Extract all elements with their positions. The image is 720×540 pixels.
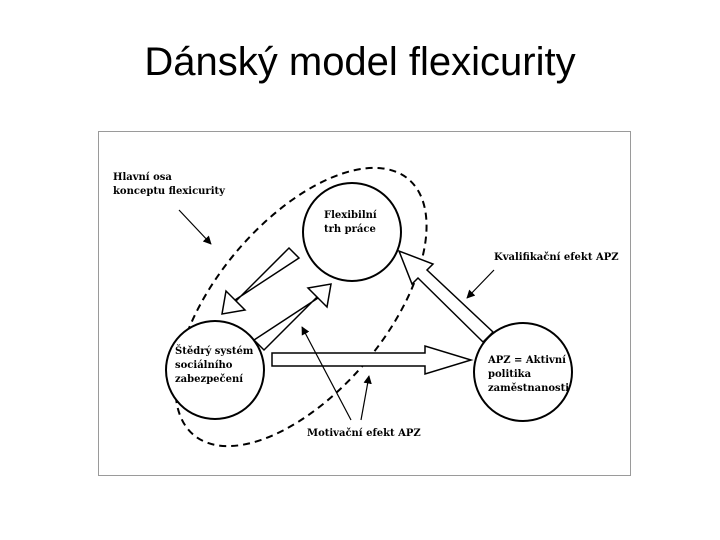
node-labour-market <box>302 182 402 282</box>
pointer-main-axis <box>178 209 212 245</box>
main-axis-label-2: konceptu flexicurity <box>113 186 226 197</box>
main-axis-label-1: Hlavní osa <box>113 172 172 183</box>
apz-label-1: APZ = Aktivní <box>487 355 566 366</box>
pointer-motivation-2 <box>360 375 372 421</box>
arrow-social-to-market <box>252 283 332 352</box>
apz-label-2: politika <box>488 369 532 380</box>
qualification-effect-label: Kvalifikační efekt APZ <box>494 252 619 263</box>
social-label-3: zabezpečení <box>175 374 243 385</box>
labour-market-label-1: Flexibilní <box>324 210 377 221</box>
social-label-1: Štědrý systém <box>175 345 254 357</box>
apz-label-3: zaměstnanosti <box>488 383 569 394</box>
pointer-motivation-1 <box>301 326 352 421</box>
node-social-security <box>165 320 265 420</box>
arrow-market-to-social <box>221 246 301 315</box>
page-title: Dánský model flexicurity <box>144 40 576 84</box>
arrow-social-to-apz <box>271 344 474 376</box>
arrow-apz-to-market <box>397 249 495 344</box>
node-apz <box>473 322 573 422</box>
labour-market-label-2: trh práce <box>324 224 376 235</box>
flexicurity-diagram: Hlavní osa konceptu flexicurity Flexibil… <box>113 166 619 448</box>
pointer-qualification <box>466 269 495 299</box>
social-label-2: sociálního <box>175 360 233 371</box>
diagram-figure: Hlavní osa konceptu flexicurity Flexibil… <box>98 131 631 476</box>
motivation-effect-label: Motivační efekt APZ <box>307 428 421 439</box>
main-axis-ellipse <box>174 166 428 448</box>
